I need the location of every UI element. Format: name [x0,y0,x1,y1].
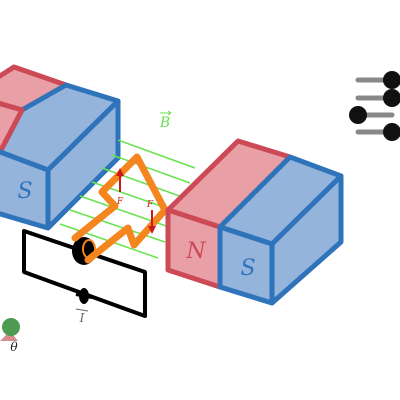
force-arrows: F F [116,168,156,234]
current-label: I [79,311,85,325]
circle-knob-icon[interactable] [383,123,400,141]
angle-label: θ [10,340,18,354]
field-line [117,139,196,169]
circuit: I [22,229,147,325]
circle-knob-icon[interactable] [349,106,367,124]
slider-panel [349,71,400,141]
field-line [101,167,186,199]
right-magnet-right-face [269,173,344,306]
circle-knob-icon[interactable] [383,71,400,89]
left-magnet-pole-label: S [17,179,32,204]
right-magnet[interactable]: N S [165,138,344,306]
left-magnet-front-face [0,149,51,231]
right-magnet-south-label: S [240,256,255,281]
circle-handle-icon[interactable] [2,318,20,336]
left-magnet-side-north [0,101,25,155]
field-vector-label-group: B [159,110,172,131]
field-vector-label: B [159,115,170,131]
slider[interactable] [355,89,400,107]
slider[interactable] [355,123,400,141]
angle-indicator [0,331,18,341]
slider[interactable] [355,71,400,89]
slider[interactable] [349,106,395,124]
force-label-right: F [146,200,154,210]
circle-knob-icon[interactable] [383,89,400,107]
right-magnet-north-label: N [185,239,206,264]
magnetic-field-lines [59,139,196,259]
circuit-frame [22,229,147,318]
angle-control[interactable]: θ [0,318,20,354]
field-line [69,209,166,243]
current-arrow [75,308,89,312]
coil-wire [71,153,169,264]
field-line [111,154,191,184]
force-label-left: F [116,197,124,207]
rotating-coil[interactable] [71,153,169,264]
left-magnet[interactable]: S [0,64,121,231]
